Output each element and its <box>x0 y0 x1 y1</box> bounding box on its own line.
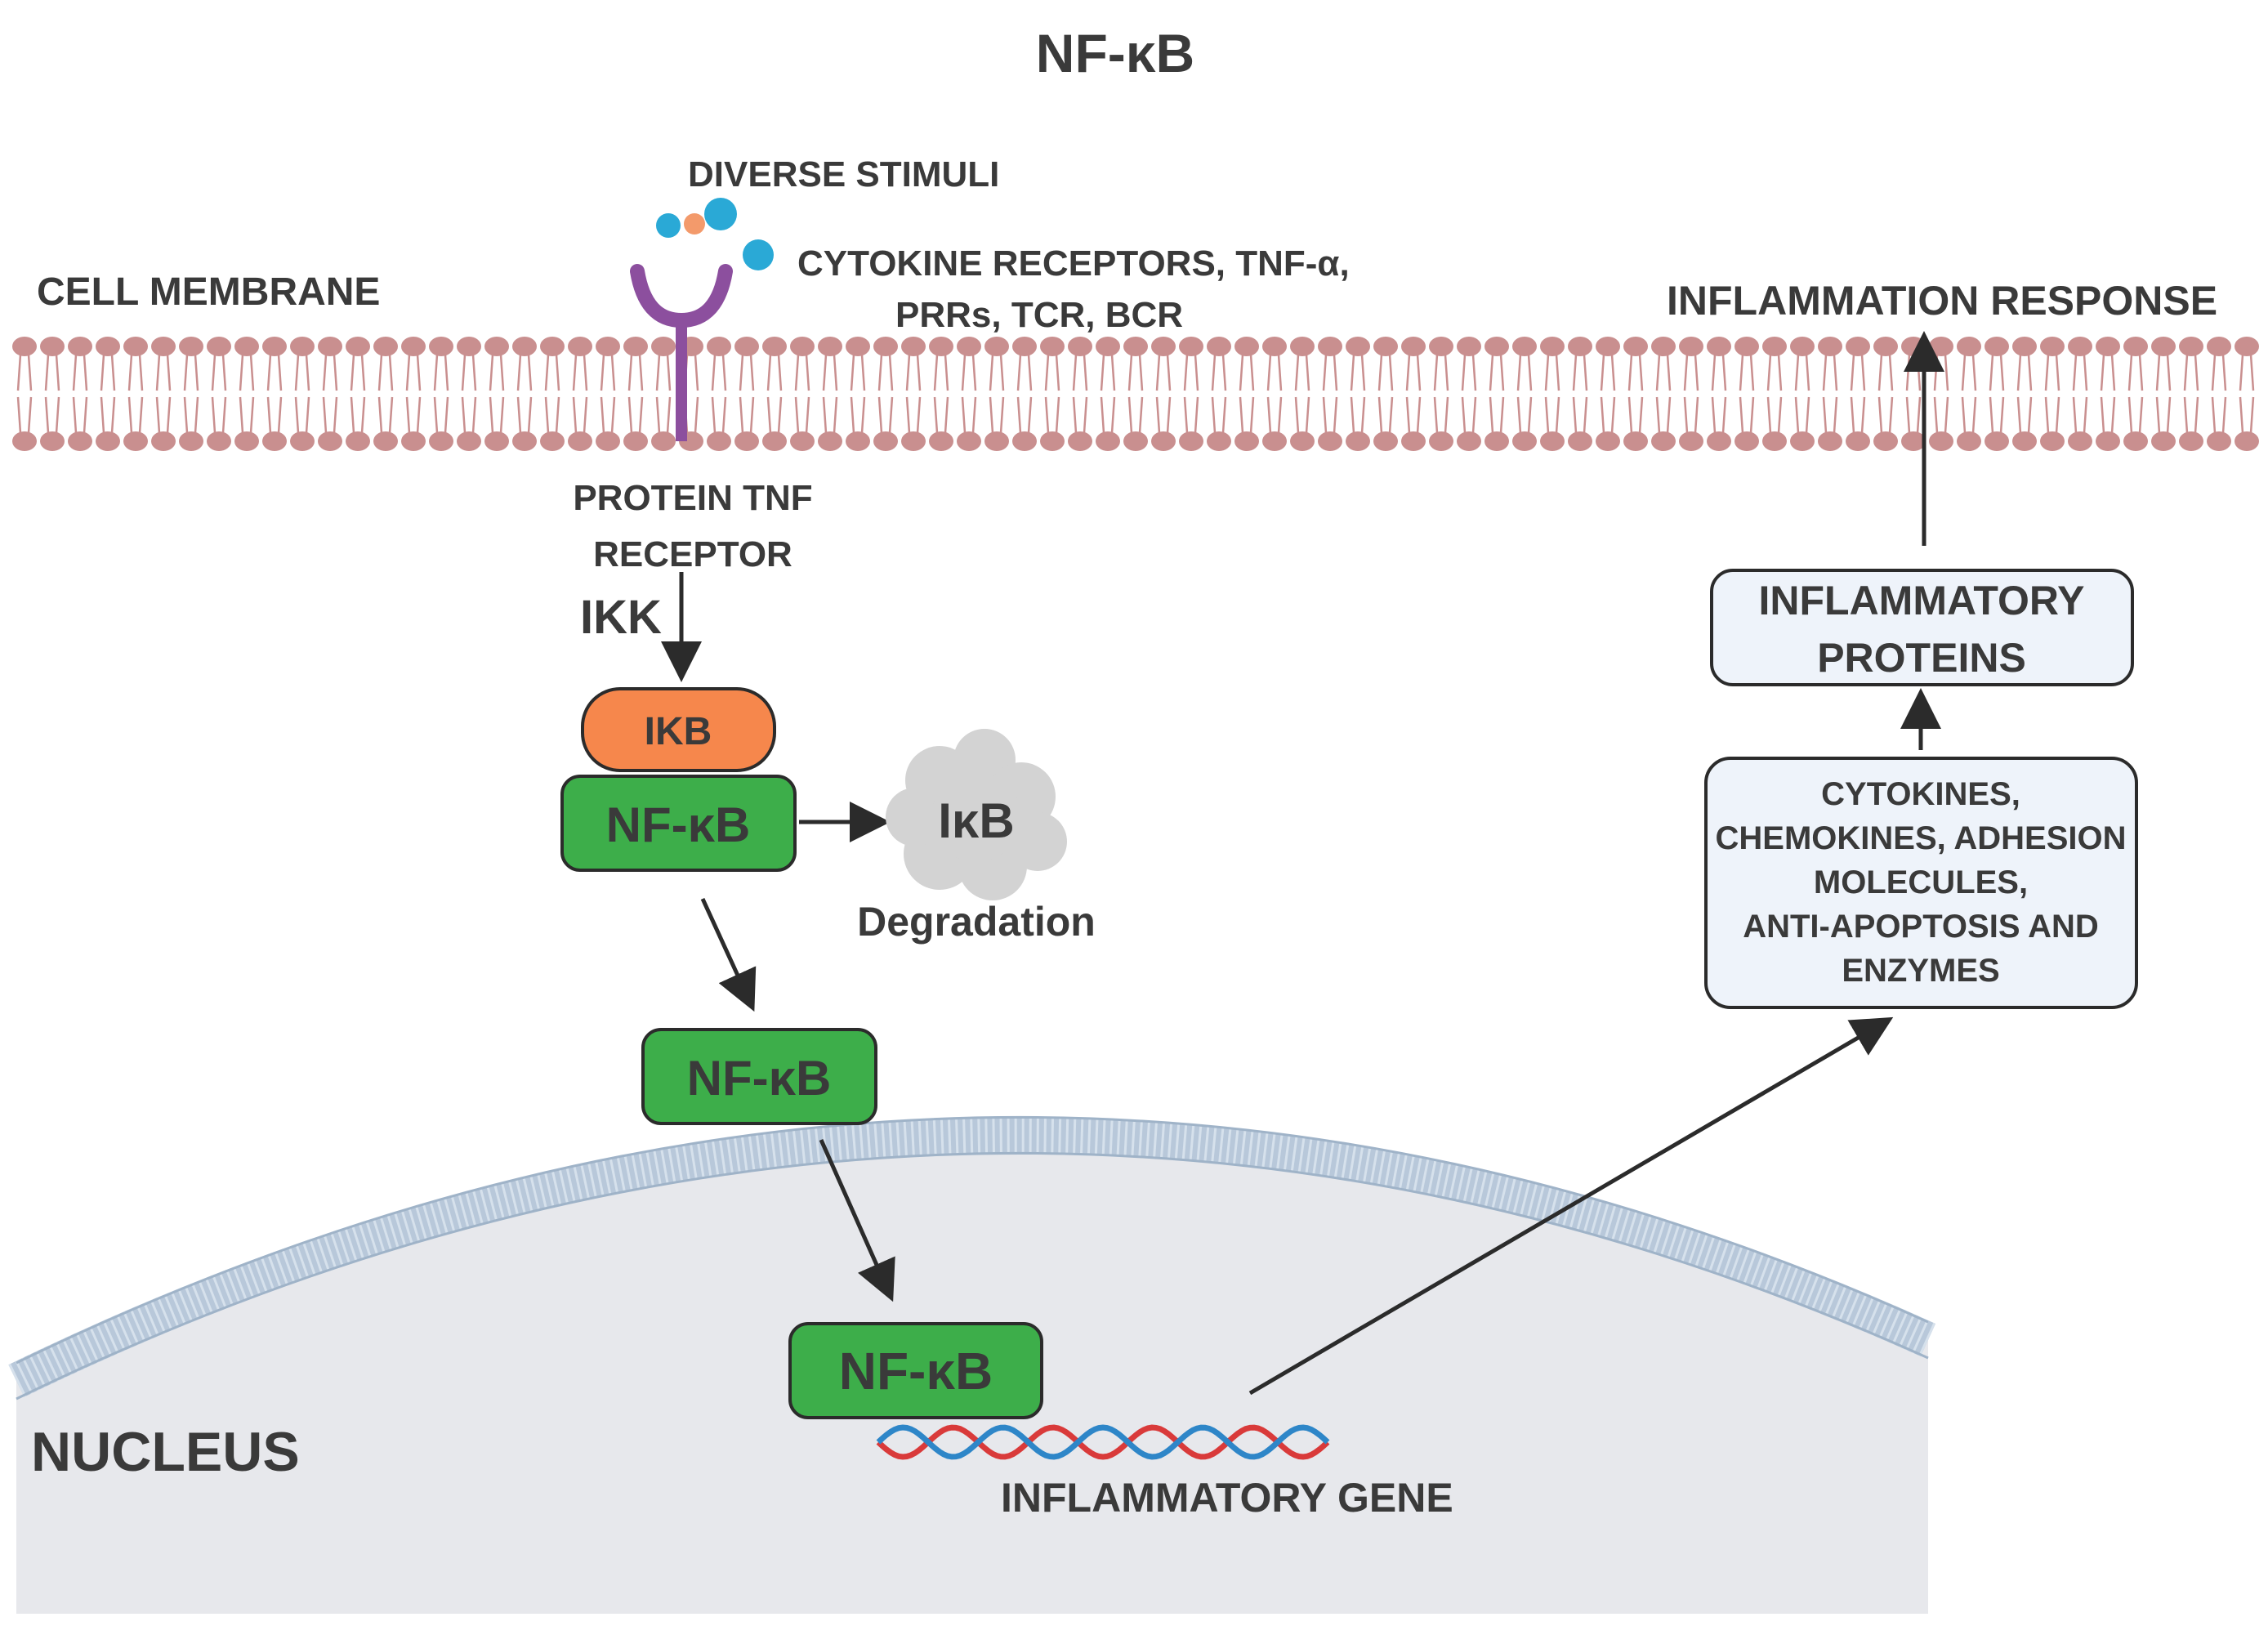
nfkb-complex-box: NF-κB <box>560 775 797 872</box>
diverse-stimuli-label: DIVERSE STIMULI <box>688 154 999 194</box>
inflammation-response-label: INFLAMMATION RESPONSE <box>1667 278 2217 324</box>
inflammatory-proteins-box: INFLAMMATORY PROTEINS <box>1710 569 2134 686</box>
arrow-to-nuclear-nfkb <box>819 1138 895 1302</box>
cell-membrane-label: CELL MEMBRANE <box>37 270 380 314</box>
cell-membrane-bilayer <box>12 337 2259 451</box>
nuclear-nfkb-box: NF-κB <box>788 1322 1043 1419</box>
protein-tnf-receptor-label-line2: RECEPTOR <box>593 534 792 574</box>
arrow-to-free-nfkb <box>700 897 757 1012</box>
protein-tnf-receptor-label-line1: PROTEIN TNF <box>573 478 812 518</box>
free-nfkb-box: NF-κB <box>641 1028 877 1125</box>
products-line-1: CYTOKINES, <box>1821 776 2020 812</box>
ikb-box: IKB <box>581 687 776 772</box>
products-line-5: ENZYMES <box>1842 953 1999 989</box>
products-line-4: ANTI-APOPTOSIS AND <box>1743 909 2099 945</box>
receptors-label-line2: PRRs, TCR, BCR <box>895 295 1183 335</box>
degradation-label: Degradation <box>857 899 1096 945</box>
nfkb-complex-label: NF-κB <box>606 797 751 852</box>
nuclear-nfkb-label: NF-κB <box>839 1342 993 1400</box>
arrow-gene-to-products <box>1248 1016 1894 1396</box>
diagram-title: NF-κB <box>1036 23 1194 83</box>
inflammatory-proteins-line-2: PROTEINS <box>1817 635 2026 681</box>
free-nfkb-label: NF-κB <box>687 1051 832 1106</box>
ikb-degraded-label: IκB <box>938 793 1014 848</box>
products-line-2: CHEMOKINES, ADHESION <box>1715 820 2126 856</box>
inflammatory-products-box: CYTOKINES, CHEMOKINES, ADHESION MOLECULE… <box>1704 757 2138 1009</box>
inflammatory-proteins-line-1: INFLAMMATORY <box>1758 578 2084 623</box>
tnf-receptor-icon <box>630 264 733 441</box>
products-line-3: MOLECULES, <box>1814 864 2028 900</box>
stimuli-particles-icon <box>656 198 774 270</box>
degraded-ikb-icon <box>886 729 1067 900</box>
inflammatory-gene-label: INFLAMMATORY GENE <box>1001 1475 1453 1521</box>
nucleus-label: NUCLEUS <box>31 1421 300 1483</box>
receptors-label-line1: CYTOKINE RECEPTORS, TNF-α, <box>797 243 1350 284</box>
ikk-label: IKK <box>580 591 662 644</box>
ikb-box-label: IKB <box>645 710 712 753</box>
dna-helix-icon <box>876 1424 1330 1460</box>
